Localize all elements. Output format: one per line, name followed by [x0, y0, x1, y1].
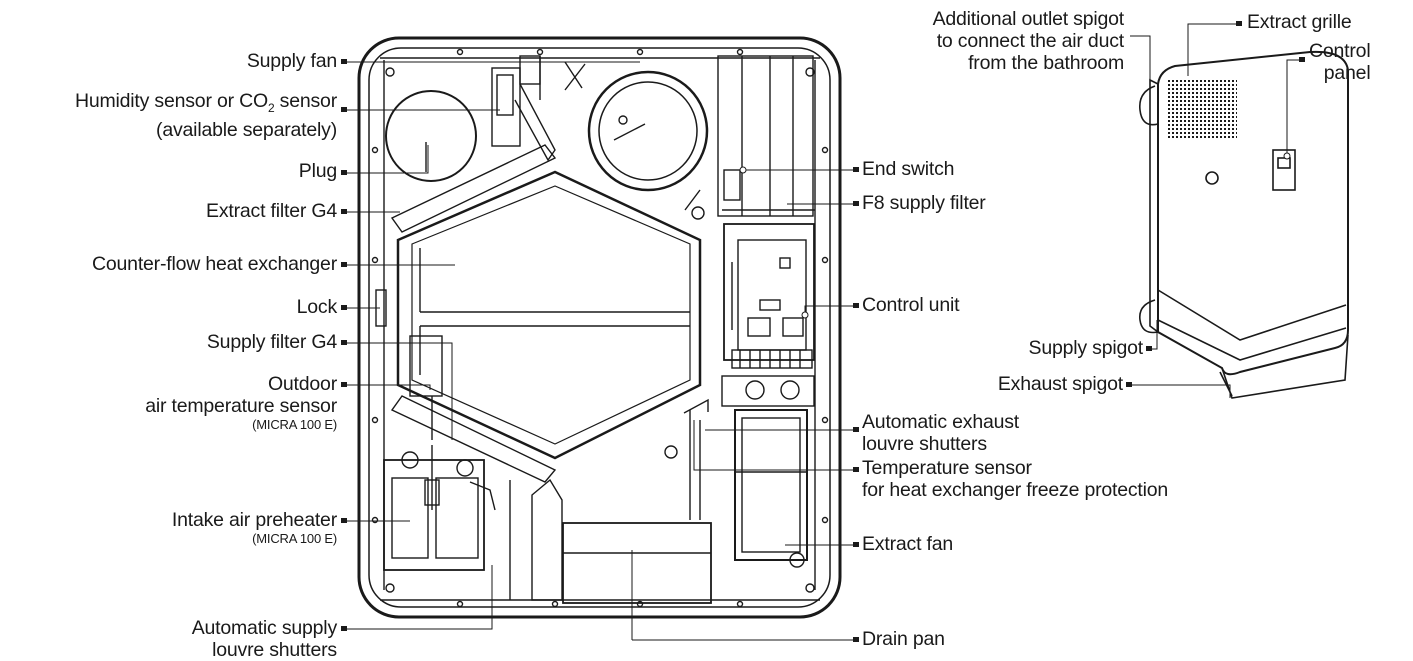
- label-temp-sensor-line2: for heat exchanger freeze protection: [862, 479, 1169, 501]
- label-humidity-sensor-pre: Humidity sensor or CO: [74, 90, 268, 112]
- label-end-switch: End switch: [862, 158, 955, 180]
- label-humidity-sensor-post: sensor: [274, 90, 338, 112]
- exhaust-fittings: [721, 375, 815, 407]
- extract-fan-graphic: [734, 409, 808, 568]
- label-additional-outlet: Additional outlet spigot to connect the …: [932, 8, 1125, 74]
- leader-lines: [345, 23, 1302, 641]
- preheater-graphic: [383, 445, 496, 571]
- side-view-unit: [1138, 50, 1349, 399]
- heat-exchanger-graphic: [396, 170, 702, 460]
- label-lock: Lock: [296, 296, 338, 318]
- label-auto-exhaust: Automatic exhaust louvre shutters: [862, 411, 1019, 455]
- label-control-panel-line1: Control: [1309, 40, 1371, 62]
- label-control-unit: Control unit: [862, 294, 960, 316]
- label-intake-preheater: Intake air preheater (MICRA 100 E): [172, 509, 337, 547]
- label-available-separately: (available separately): [156, 118, 337, 141]
- label-additional-outlet-line1: Additional outlet spigot: [932, 8, 1125, 30]
- label-auto-exhaust-line1: Automatic exhaust: [862, 411, 1020, 433]
- label-additional-outlet-line2: to connect the air duct: [936, 30, 1124, 52]
- intake-circle: [385, 90, 477, 182]
- right-compartment: [717, 55, 815, 217]
- label-outdoor-sensor-line2: air temperature sensor: [145, 395, 337, 417]
- label-temp-sensor-line1: Temperature sensor: [862, 457, 1032, 479]
- label-drain-pan: Drain pan: [862, 628, 945, 650]
- label-supply-fan: Supply fan: [246, 50, 337, 72]
- label-control-panel: Control panel: [1309, 40, 1371, 84]
- label-extract-filter: Extract filter G4: [206, 200, 337, 222]
- sensor-bracket: [491, 55, 583, 162]
- label-extract-grille: Extract grille: [1247, 11, 1352, 33]
- label-exhaust-spigot: Exhaust spigot: [997, 373, 1123, 395]
- supply-fan-graphic: [587, 70, 709, 192]
- extract-grille-mesh: [1167, 78, 1237, 138]
- label-outdoor-sensor: Outdoor air temperature sensor (MICRA 10…: [145, 373, 337, 433]
- label-supply-filter: Supply filter G4: [206, 331, 337, 353]
- label-counter-flow: Counter-flow heat exchanger: [92, 253, 337, 275]
- drain-pan-graphic: [562, 522, 712, 604]
- label-auto-supply-line2: louvre shutters: [212, 639, 337, 661]
- control-board-graphic: [723, 223, 815, 369]
- unit-housing: [357, 36, 842, 619]
- label-extract-fan: Extract fan: [862, 533, 954, 555]
- label-control-panel-line2: panel: [1323, 62, 1371, 84]
- label-supply-spigot: Supply spigot: [1028, 337, 1144, 359]
- label-auto-supply: Automatic supply louvre shutters: [192, 617, 337, 661]
- label-outdoor-sensor-note: (MICRA 100 E): [252, 417, 337, 432]
- label-auto-exhaust-line2: louvre shutters: [862, 433, 987, 455]
- leader-dots: [341, 21, 1305, 642]
- label-auto-supply-line1: Automatic supply: [191, 617, 337, 639]
- label-additional-outlet-line3: from the bathroom: [968, 52, 1124, 74]
- label-outdoor-sensor-line1: Outdoor: [267, 373, 337, 395]
- label-f8-filter: F8 supply filter: [862, 192, 986, 214]
- label-humidity-sensor: Humidity sensor or CO2 sensor (available…: [75, 90, 337, 141]
- label-plug: Plug: [298, 160, 337, 182]
- label-intake-preheater-line1: Intake air preheater: [171, 509, 337, 531]
- label-intake-preheater-note: (MICRA 100 E): [252, 531, 337, 546]
- label-temp-sensor: Temperature sensor for heat exchanger fr…: [862, 457, 1168, 501]
- label-humidity-sensor-sub: 2: [267, 100, 275, 115]
